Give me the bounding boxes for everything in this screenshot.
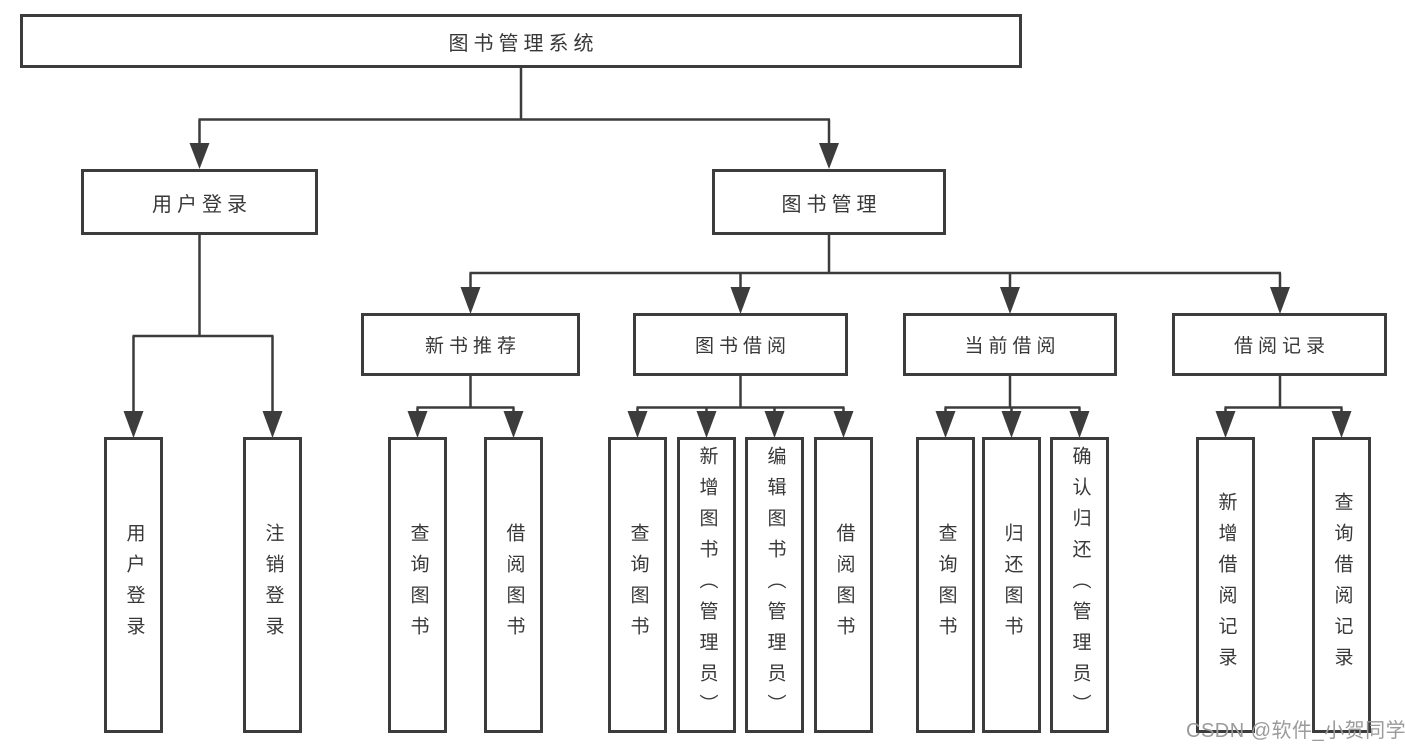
leaf-confirm-return-admin-label: 确认归还（管理员） bbox=[1069, 445, 1091, 725]
leaf-search-books-recommend: 查询图书 bbox=[388, 437, 447, 733]
leaf-borrow-books: 借阅图书 bbox=[814, 437, 873, 733]
leaf-borrow-books-recommend: 借阅图书 bbox=[484, 437, 543, 733]
leaf-borrow-books-label: 借阅图书 bbox=[833, 523, 855, 647]
node-book-borrow: 图书借阅 bbox=[633, 313, 848, 376]
leaf-add-book-admin-label: 新增图书（管理员） bbox=[696, 445, 718, 725]
leaf-user-login: 用户登录 bbox=[104, 437, 163, 733]
leaf-search-books-recommend-label: 查询图书 bbox=[407, 523, 429, 647]
leaf-add-borrow-record-label: 新增借阅记录 bbox=[1215, 492, 1237, 678]
watermark: CSDN @软件_小贺同学 bbox=[1186, 720, 1405, 742]
leaf-logout: 注销登录 bbox=[243, 437, 302, 733]
leaf-search-books-borrow: 查询图书 bbox=[608, 437, 667, 733]
connector-book-mgmt-split bbox=[460, 233, 1290, 314]
leaf-search-books-current: 查询图书 bbox=[916, 437, 975, 733]
node-new-book-recommend: 新书推荐 bbox=[361, 313, 580, 376]
node-borrow-record: 借阅记录 bbox=[1172, 313, 1387, 376]
connector-current-borrow-split bbox=[935, 374, 1090, 438]
leaf-edit-book-admin-label: 编辑图书（管理员） bbox=[764, 445, 786, 725]
leaf-add-borrow-record: 新增借阅记录 bbox=[1196, 437, 1255, 733]
connector-user-login-split bbox=[123, 233, 283, 438]
leaf-logout-label: 注销登录 bbox=[262, 523, 284, 647]
leaf-search-borrow-record: 查询借阅记录 bbox=[1312, 437, 1371, 733]
connector-root-split bbox=[189, 66, 839, 169]
leaf-search-books-borrow-label: 查询图书 bbox=[627, 523, 649, 647]
connector-borrow-record-split bbox=[1215, 374, 1352, 438]
node-book-management: 图书管理 bbox=[712, 169, 946, 235]
leaf-search-borrow-record-label: 查询借阅记录 bbox=[1331, 492, 1353, 678]
leaf-borrow-books-recommend-label: 借阅图书 bbox=[503, 523, 525, 647]
node-library-system: 图书管理系统 bbox=[20, 14, 1022, 68]
leaf-return-book: 归还图书 bbox=[982, 437, 1041, 733]
leaf-search-books-current-label: 查询图书 bbox=[935, 523, 957, 647]
connector-new-book-split bbox=[407, 374, 524, 438]
leaf-confirm-return-admin: 确认归还（管理员） bbox=[1050, 437, 1109, 733]
leaf-user-login-label: 用户登录 bbox=[123, 523, 145, 647]
node-user-login: 用户登录 bbox=[81, 169, 318, 235]
leaf-return-book-label: 归还图书 bbox=[1001, 523, 1023, 647]
leaf-edit-book-admin: 编辑图书（管理员） bbox=[745, 437, 804, 733]
node-current-borrow: 当前借阅 bbox=[903, 313, 1117, 376]
connector-book-borrow-split bbox=[627, 374, 854, 438]
leaf-add-book-admin: 新增图书（管理员） bbox=[677, 437, 736, 733]
